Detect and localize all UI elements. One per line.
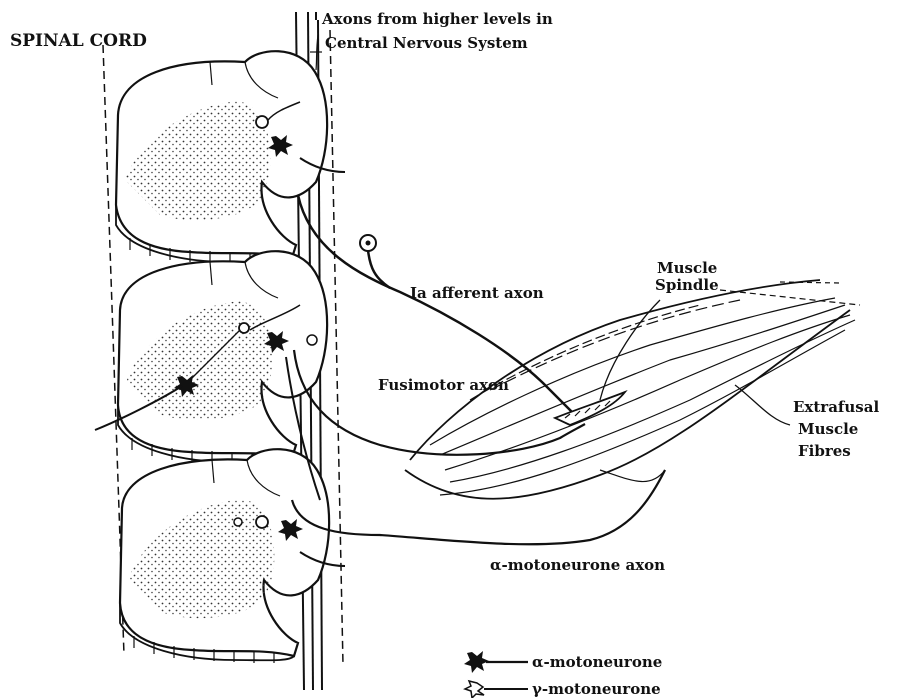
- gamma-motoneurone-symbol: [465, 681, 484, 698]
- label-spinal-cord: SPINAL CORD: [10, 31, 147, 51]
- spinal-segment-bottom: [120, 449, 345, 663]
- label-axons-higher-1: Axons from higher levels in: [321, 10, 553, 28]
- label-extrafusal-1: Extrafusal: [793, 398, 879, 416]
- label-ia-afferent: Ia afferent axon: [410, 284, 544, 302]
- label-axons-higher-2: Central Nervous System: [325, 34, 528, 52]
- alpha-motoneurone-symbol: [464, 651, 489, 673]
- label-extrafusal-2: Muscle: [798, 420, 858, 438]
- alpha-motoneurone-axon: [292, 470, 665, 544]
- spinal-segment-top: [116, 51, 345, 265]
- label-muscle-spindle-1: Muscle: [657, 259, 717, 277]
- label-extrafusal-3: Fibres: [798, 442, 851, 460]
- label-muscle-spindle-2: Spindle: [655, 276, 719, 294]
- legend: α-motoneurone γ-motoneurone: [464, 651, 662, 698]
- label-alpha-axon: α-motoneurone axon: [490, 556, 665, 574]
- legend-alpha-label: α-motoneurone: [532, 653, 662, 671]
- label-fusimotor: Fusimotor axon: [378, 376, 509, 394]
- muscle-spindle: [555, 300, 660, 425]
- legend-gamma-label: γ-motoneurone: [532, 680, 661, 698]
- extrafusal-leader: [735, 385, 790, 425]
- spinal-segment-middle: [95, 251, 327, 465]
